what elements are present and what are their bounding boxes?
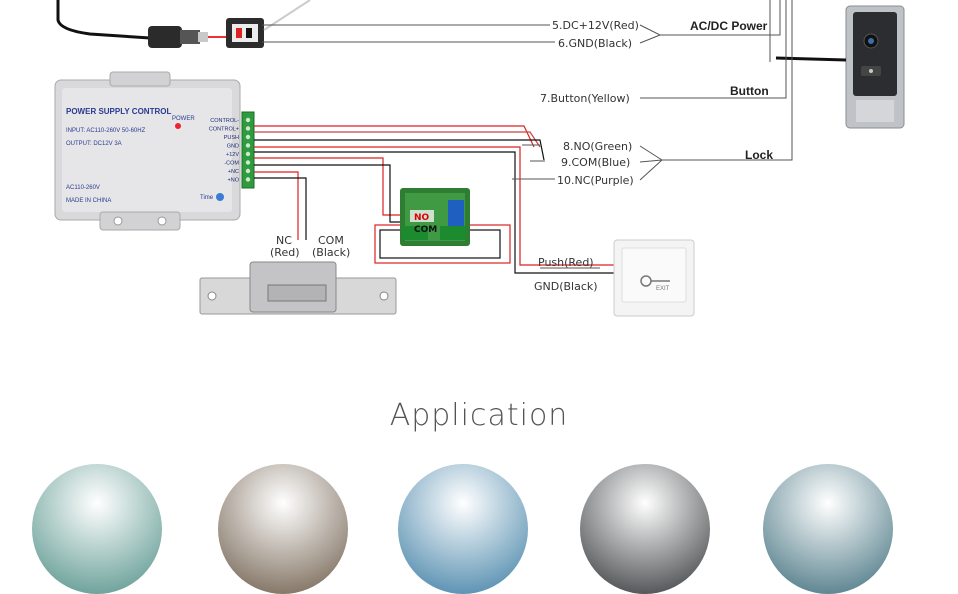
psu-power-label: POWER (172, 116, 195, 122)
psu-title: POWER SUPPLY CONTROL (66, 107, 171, 116)
application-thumbnail[interactable] (32, 464, 162, 594)
psu-terminal-screw (245, 177, 251, 182)
application-thumbnail[interactable] (218, 464, 348, 594)
button-group-label: Button (730, 84, 769, 98)
relay-module (374, 188, 511, 264)
psu-terminal-screw (245, 160, 251, 165)
exit-button-device (613, 239, 695, 317)
wire-dc12v-label: 5.DC+12V(Red) (552, 19, 639, 32)
psu-terminal-label: CONTROL+ (209, 127, 239, 133)
application-thumbnail[interactable] (398, 464, 528, 594)
relay-com-label: COM (414, 225, 437, 235)
lock-nc-color: (Red) (270, 246, 299, 259)
label-leader-lines (262, 0, 793, 269)
gnd-black-label: GND(Black) (534, 280, 598, 293)
psu-terminal-label: +12V (226, 152, 239, 158)
psu-terminal-screw (245, 143, 251, 148)
psu-made-in: MADE IN CHINA (66, 198, 111, 204)
psu-terminal-label: +NC (228, 169, 239, 175)
lock-com-label: COM (318, 234, 344, 247)
psu-terminal-screw (245, 134, 251, 140)
psu-input: INPUT: AC110-260V 50-60HZ (66, 128, 146, 134)
wire-gnd-label: 6.GND(Black) (558, 37, 632, 50)
wiring-diagram: POWER SUPPLY CONTROL POWER INPUT: AC110-… (54, 0, 905, 317)
psu-terminal-labels: CONTROL- CONTROL+ PUSH GND +12V -COM +NC +NO (209, 117, 251, 184)
application-thumbnail[interactable] (580, 464, 710, 594)
electric-lock (199, 261, 397, 315)
ac-dc-power-label: AC/DC Power (690, 19, 768, 33)
lock-group-label: Lock (745, 148, 773, 162)
psu-terminal-screw (245, 117, 251, 123)
wire-nc-label: 10.NC(Purple) (557, 174, 634, 187)
exit-text: EXIT (656, 286, 670, 292)
psu-terminal-label: -COM (224, 161, 239, 167)
psu-terminal-screw (245, 168, 251, 174)
psu-wires (254, 125, 620, 274)
wire-button-label: 7.Button(Yellow) (540, 92, 630, 105)
push-red-label: Push(Red) (538, 256, 594, 269)
lock-com-color: (Black) (312, 246, 350, 259)
psu-output: OUTPUT: DC12V 3A (66, 141, 122, 147)
lock-nc-label: NC (276, 234, 292, 247)
psu-terminal-screw (245, 126, 251, 131)
psu-terminal-label: +NO (228, 178, 240, 184)
psu-terminal-label: CONTROL- (210, 118, 239, 124)
psu-terminal-label: GND (227, 144, 239, 150)
application-thumbnail[interactable] (763, 464, 893, 594)
psu-time: Time (200, 195, 214, 201)
wire-no-label: 8.NO(Green) (563, 140, 632, 153)
psu-terminal-screw (245, 151, 251, 157)
power-supply-box (54, 71, 255, 231)
wire-com-label: 9.COM(Blue) (561, 156, 630, 169)
relay-no-label: NO (414, 213, 430, 223)
application-section-title: Application (389, 398, 569, 433)
intercom-outdoor-unit (775, 5, 905, 129)
psu-terminal-label: PUSH (224, 135, 239, 141)
dc-jack-cable (56, 0, 311, 48)
psu-ac-range: AC110-260V (66, 185, 100, 191)
